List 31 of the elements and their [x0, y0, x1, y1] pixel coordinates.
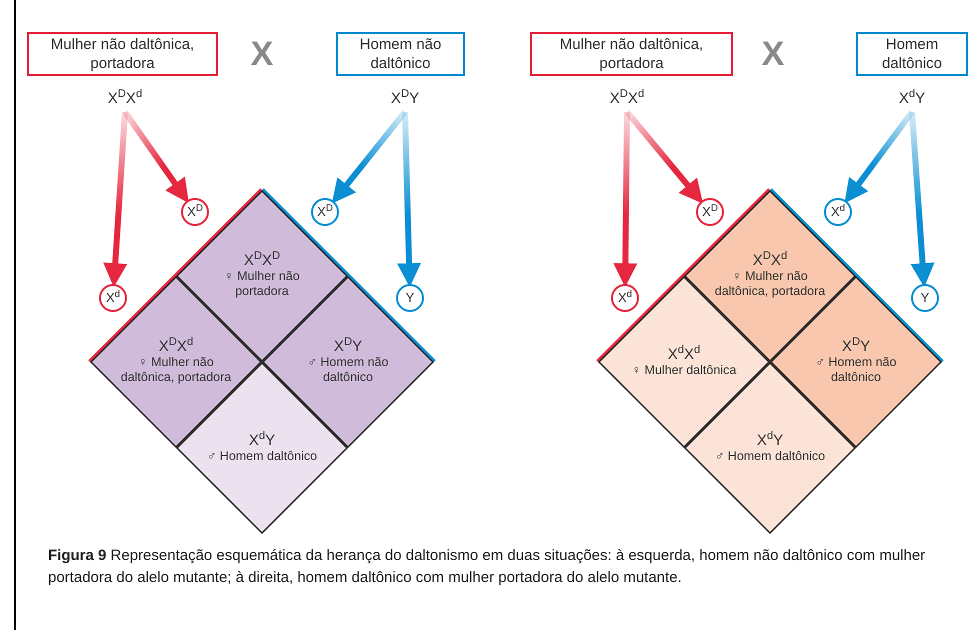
- cross-symbol: X: [250, 34, 274, 74]
- genotype-label: X$^{D}$X$^{d}$: [592, 88, 662, 110]
- genotype-label: X$^{D}$Y: [370, 88, 440, 110]
- genotype-label: X$^{D}$X$^{d}$: [752, 253, 788, 268]
- phenotype-label: ♂ Homem não daltônico: [306, 355, 390, 385]
- figure-caption: Figura 9 Representação esquemática da herança do daltonismo em duas situações: à esquerda, homem não daltônico com mulher portadora do alelo mutante; à direita, homem daltônico com mulher portadora do alelo mutante.: [48, 546, 926, 588]
- arrow: [122, 110, 189, 204]
- phenotype-label: ♀ Mulher não portadora: [223, 269, 301, 299]
- phenotype-label: ♂ Homem daltônico: [714, 448, 826, 464]
- genotype-label: X$^{D}$X$^{D}$: [244, 253, 280, 268]
- arrow: [844, 110, 914, 204]
- arrow: [332, 110, 408, 204]
- genotype-label: X$^{d}$Y: [248, 432, 276, 448]
- genotype-label: X$^{D}$X$^{d}$: [158, 339, 194, 354]
- genotype-label: X$^{D}$Y: [334, 339, 362, 354]
- phenotype-label: ♂ Homem daltônico: [206, 448, 318, 464]
- genotype-label: X$^{d}$X$^{d}$: [668, 346, 700, 362]
- parent-box: Homem daltônico: [856, 32, 968, 76]
- phenotype-label: ♂ Homem não daltônico: [814, 355, 898, 385]
- genotype-label: X$^{d}$Y: [756, 432, 784, 448]
- parent-box: Homem não daltônico: [336, 32, 465, 76]
- genotype-label: X$^{D}$X$^{d}$: [90, 88, 160, 110]
- cross-symbol: X: [760, 34, 786, 74]
- parent-box: Mulher não daltônica, portadora: [27, 32, 218, 76]
- genotype-label: X$^{D}$Y: [842, 339, 870, 354]
- parent-box: Mulher não daltônica, portadora: [530, 32, 733, 76]
- phenotype-label: ♀ Mulher daltônica: [632, 362, 736, 378]
- phenotype-label: ♀ Mulher não daltônica, portadora: [120, 355, 232, 385]
- arrow: [624, 110, 704, 204]
- genotype-label: X$^{d}$Y: [877, 88, 947, 110]
- phenotype-label: ♀ Mulher não daltônica, portadora: [714, 269, 826, 299]
